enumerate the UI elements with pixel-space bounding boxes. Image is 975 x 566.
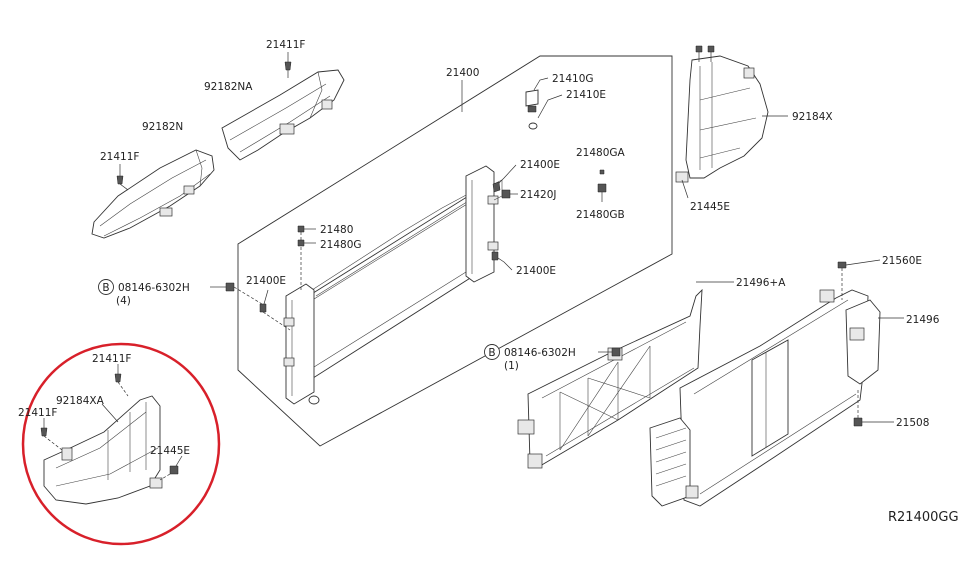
clip-21411F-top-icon <box>284 52 292 78</box>
clip-21411F-left-icon <box>116 164 129 191</box>
label-21496: 21496 <box>906 314 940 326</box>
label-21508: 21508 <box>896 417 929 429</box>
clip-21411F-circle-top-icon <box>114 364 129 397</box>
label-21420J: 21420J <box>520 189 557 201</box>
radiator-core-21400 <box>283 165 503 405</box>
label-08146-mid-qty: (1) <box>504 360 519 372</box>
bolt-21480GB-icon <box>597 183 607 202</box>
air-guide-92182N <box>91 149 215 239</box>
pin-21480G-icon <box>297 239 316 247</box>
pin-21480-icon <box>297 225 316 290</box>
label-21480GB: 21480GB <box>576 209 625 221</box>
bolt-21400E-right-icon <box>491 251 513 271</box>
label-08146-mid: 08146-6302H <box>504 347 576 359</box>
label-21411F-left: 21411F <box>100 151 139 163</box>
diagram-reference-code: R21400GG <box>888 510 959 525</box>
clip-21420J-icon <box>501 189 518 199</box>
label-21411F-top: 21411F <box>266 39 305 51</box>
air-guide-92182NA <box>221 69 345 161</box>
label-21400: 21400 <box>446 67 479 79</box>
label-21411F-circle-left: 21411F <box>18 407 57 419</box>
label-08146-left: 08146-6302H <box>118 282 190 294</box>
label-21445E-top: 21445E <box>690 201 730 213</box>
label-21400E-right: 21400E <box>516 265 556 277</box>
label-21560E: 21560E <box>882 255 922 267</box>
bolt-badge-mid: B <box>484 344 500 360</box>
label-21480G: 21480G <box>320 239 362 251</box>
air-guide-92184XA <box>43 395 163 505</box>
oring-21410E-icon <box>528 94 563 130</box>
bolt-08146-mid-icon <box>598 347 621 357</box>
radiator-core-support-21496 <box>649 259 904 507</box>
label-21480: 21480 <box>320 224 353 236</box>
bolt-21445E-circle-icon <box>159 455 183 481</box>
clip-21411F-circle-left-icon <box>40 418 63 451</box>
label-21400E-top: 21400E <box>520 159 560 171</box>
pin-21480GA-icon <box>599 169 605 175</box>
label-08146-left-qty: (4) <box>116 295 131 307</box>
air-guide-92184X <box>675 45 788 199</box>
radiator-assembly-box <box>237 55 673 447</box>
label-92184X: 92184X <box>792 111 833 123</box>
label-21410E: 21410E <box>566 89 606 101</box>
label-21400E-mid: 21400E <box>246 275 286 287</box>
bolt-badge-mid-text: B <box>488 347 495 359</box>
label-21496A: 21496+A <box>736 277 786 289</box>
label-21445E-circle: 21445E <box>150 445 190 457</box>
label-92184XA: 92184XA <box>56 395 105 407</box>
label-21410G: 21410G <box>552 73 594 85</box>
highlight-circle <box>21 342 221 546</box>
label-92182N: 92182N <box>142 121 183 133</box>
bolt-badge-left: B <box>98 279 114 295</box>
label-92182NA: 92182NA <box>204 81 253 93</box>
bolt-08146-left-icon <box>210 282 263 305</box>
bolt-21400E-top-icon <box>492 164 517 193</box>
label-21480GA: 21480GA <box>576 147 626 159</box>
drain-cock-21410G-icon <box>525 77 549 113</box>
radiator-support-21496A <box>517 281 734 469</box>
bolt-21400E-mid-icon <box>259 289 291 331</box>
bolt-badge-left-text: B <box>102 282 109 294</box>
label-21411F-circle-top: 21411F <box>92 353 131 365</box>
